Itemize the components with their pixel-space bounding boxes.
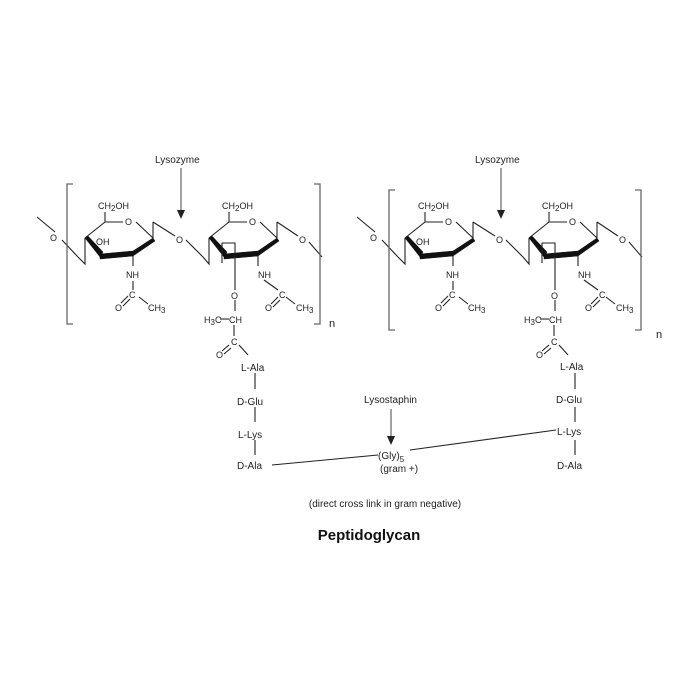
glycosidic-oxygen: O: [496, 235, 503, 245]
arrow-down-icon: [177, 210, 185, 219]
footnote: (direct cross link in gram negative): [309, 499, 461, 510]
ch2oh-label: CH2OH: [542, 201, 573, 213]
disaccharide-unit-right: O CH2OH O OH NH C O CH3 O CH2OH O O NH C…: [356, 189, 662, 456]
peptide-residue: L-Ala: [560, 362, 584, 373]
acetyl-carbon: C: [449, 290, 456, 300]
nh-label: NH: [578, 270, 591, 280]
lysozyme-label: Lysozyme: [155, 155, 200, 166]
pentaglycine-bridge: (Gly)5 (gram +): [271, 429, 557, 475]
acetyl-oxygen: O: [585, 303, 592, 313]
hydroxyl-label: OH: [96, 237, 110, 247]
ring-oxygen: O: [125, 217, 132, 227]
peptide-residue: D-Glu: [237, 397, 263, 408]
repeat-bracket-left: [388, 189, 395, 331]
acetyl-carbon: C: [279, 290, 286, 300]
ether-oxygen: O: [551, 291, 558, 301]
lysostaphin-annotation: Lysostaphin: [364, 395, 417, 445]
acetyl-oxygen: O: [115, 303, 122, 313]
glycosidic-oxygen: O: [176, 235, 183, 245]
acetyl-carbon: C: [599, 290, 606, 300]
lactyl-carbon: C: [231, 337, 238, 347]
crosslink-bond: [271, 454, 379, 466]
repeat-bracket-left: [66, 183, 73, 325]
lysostaphin-label: Lysostaphin: [364, 395, 417, 406]
methyl-label: CH3: [468, 303, 486, 315]
peptide-residue: D-Ala: [557, 461, 582, 472]
nh-label: NH: [446, 270, 459, 280]
ring-oxygen: O: [249, 217, 256, 227]
arrow-down-icon: [497, 210, 505, 219]
ch2oh-label: CH2OH: [418, 201, 449, 213]
peptide-residue: L-Lys: [557, 427, 581, 438]
repeat-bracket-right: [314, 183, 321, 325]
glycosidic-oxygen: O: [299, 235, 306, 245]
arrow-down-icon: [387, 436, 395, 445]
ring-oxygen: O: [445, 217, 452, 227]
lysozyme-annotation-left: Lysozyme: [155, 155, 200, 219]
crosslink-bond: [409, 429, 557, 451]
ch-label: CH: [229, 315, 242, 325]
acetyl-oxygen: O: [435, 303, 442, 313]
ether-oxygen: O: [231, 291, 238, 301]
peptide-residue: D-Ala: [237, 461, 262, 472]
lactyl-oxygen: O: [216, 350, 223, 360]
gram-positive-note: (gram +): [380, 464, 418, 475]
ch-label: CH: [549, 315, 562, 325]
gly5-label: (Gly)5: [378, 451, 405, 464]
disaccharide-unit-left: O CH2OH O OH NH C O CH3 O CH2OH O O NH C…: [36, 183, 335, 456]
peptide-stem-right: L-Ala D-Glu L-Lys D-Ala: [556, 362, 584, 472]
peptide-residue: L-Ala: [241, 363, 265, 374]
methyl-label: CH3: [148, 303, 166, 315]
repeat-bracket-right: [635, 189, 642, 331]
h3c-label: H3C: [204, 315, 222, 327]
methyl-label: CH3: [616, 303, 634, 315]
peptide-residue: D-Glu: [556, 395, 582, 406]
lysozyme-label: Lysozyme: [475, 155, 520, 166]
lactyl-carbon: C: [551, 337, 558, 347]
hydroxyl-label: OH: [416, 237, 430, 247]
nh-label: NH: [258, 270, 271, 280]
repeat-count: n: [656, 329, 662, 341]
lactyl-oxygen: O: [536, 350, 543, 360]
ch2oh-label: CH2OH: [222, 201, 253, 213]
glycosidic-oxygen: O: [50, 233, 57, 243]
glycosidic-oxygen: O: [370, 233, 377, 243]
acetyl-carbon: C: [129, 290, 136, 300]
acetyl-oxygen: O: [265, 303, 272, 313]
nh-label: NH: [126, 270, 139, 280]
peptide-stem-left: L-Ala D-Glu L-Lys D-Ala: [237, 363, 265, 472]
glycosidic-oxygen: O: [619, 235, 626, 245]
peptide-residue: L-Lys: [238, 430, 262, 441]
lysozyme-annotation-right: Lysozyme: [475, 155, 520, 219]
repeat-count: n: [329, 318, 335, 330]
diagram-title: Peptidoglycan: [318, 527, 421, 544]
methyl-label: CH3: [296, 303, 314, 315]
ring-oxygen: O: [569, 217, 576, 227]
ch2oh-label: CH2OH: [98, 201, 129, 213]
h3c-label: H3C: [524, 315, 542, 327]
